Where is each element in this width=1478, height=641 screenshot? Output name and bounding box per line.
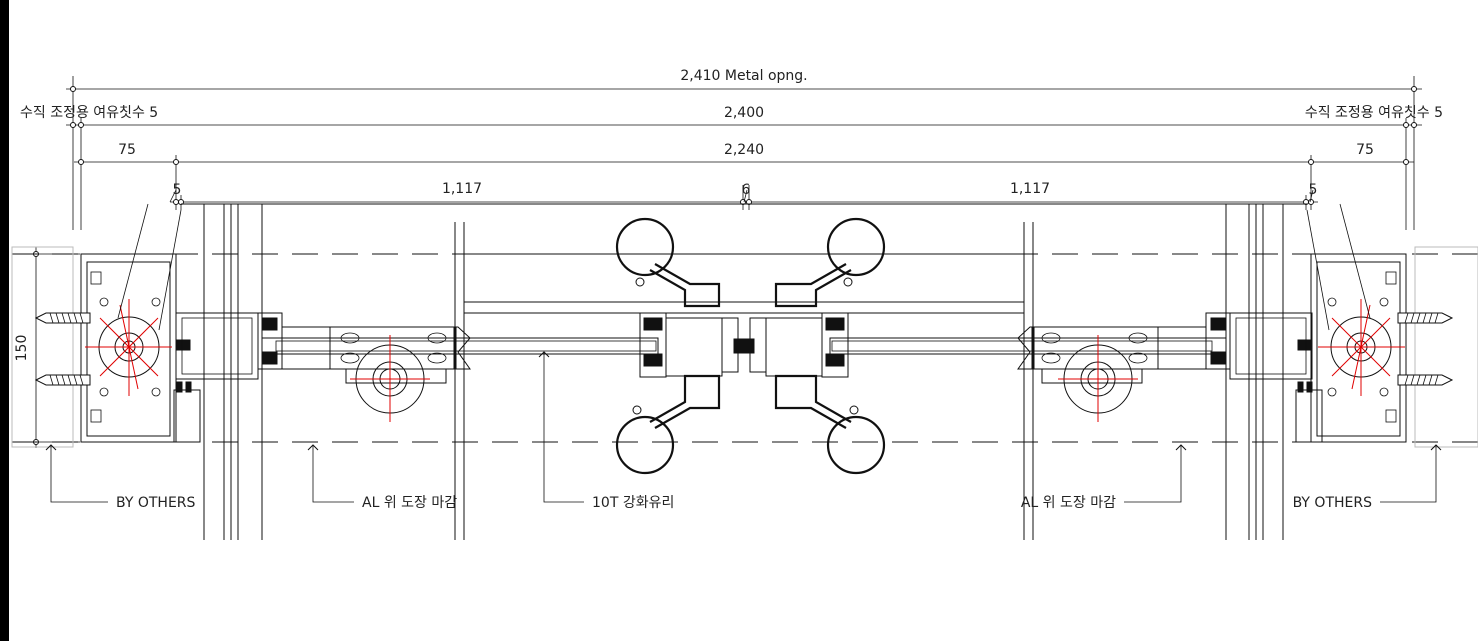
dim-frame-right: 75: [1356, 142, 1374, 158]
callouts: BY OTHERS AL 위 도장 마감 10T 강화유리 AL 위 도장 마감…: [45, 351, 1442, 511]
dim-frame-center: 2,240: [724, 142, 764, 158]
dim-gap-center: 6: [742, 182, 751, 198]
door-structure: [11, 203, 1478, 540]
dimension-lines: [28, 76, 1422, 448]
callout-al-finish-right: AL 위 도장 마감: [1021, 495, 1116, 511]
dim-leaf-left: 1,117: [442, 181, 482, 197]
dimension-labels: 2,410 Metal opng. 수직 조정용 여유칫수 5 2,400 수직…: [14, 68, 1443, 361]
dim-frame-left: 75: [118, 142, 136, 158]
dim-left-clearance: 수직 조정용 여유칫수 5: [20, 105, 158, 121]
dim-gap-left: 5: [173, 182, 182, 198]
handle-top-right: [774, 217, 886, 308]
handle-top-left: [615, 217, 721, 308]
dim-gap-right: 5: [1309, 182, 1318, 198]
dim-metal-opening: 2,410 Metal opng.: [680, 68, 807, 84]
callout-al-finish-left: AL 위 도장 마감: [362, 495, 457, 511]
callout-by-others-right: BY OTHERS: [1293, 495, 1373, 511]
dim-right-clearance: 수직 조정용 여유칫수 5: [1305, 105, 1443, 121]
left-border: [0, 0, 9, 641]
callout-by-others-left: BY OTHERS: [116, 495, 196, 511]
callout-glass: 10T 강화유리: [592, 495, 674, 511]
dim-height: 150: [14, 335, 30, 362]
handle-bottom-left: [615, 374, 721, 475]
dim-overall: 2,400: [724, 105, 764, 121]
handle-bottom-right: [774, 374, 886, 475]
dim-leaf-right: 1,117: [1010, 181, 1050, 197]
